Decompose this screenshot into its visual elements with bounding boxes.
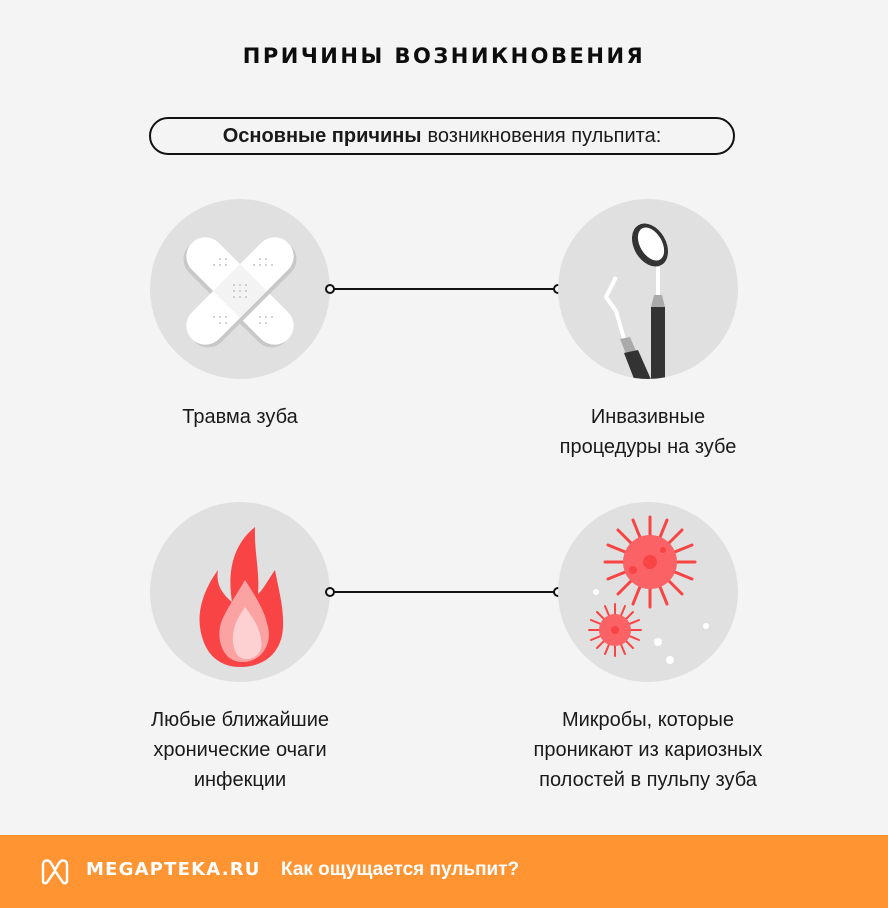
subtitle-rest: возникновения пульпита:: [427, 124, 662, 147]
cause-label: Микробы, которые проникают из кариозных …: [498, 705, 798, 795]
label-line: проникают из кариозных: [533, 739, 763, 761]
connector-line: [334, 591, 554, 593]
page-title: ПРИЧИНЫ ВОЗНИКНОВЕНИЯ: [242, 44, 646, 68]
label-line: хронические очаги: [153, 739, 327, 761]
label-line: Любые ближайшие: [150, 709, 330, 731]
dental-tools-icon: [558, 199, 738, 379]
brand-name[interactable]: MEGAPTEKA.RU: [86, 859, 261, 880]
label-line: Травма зуба: [182, 406, 298, 428]
subtitle-bold: Основные причины: [222, 124, 422, 147]
cause-label: Инвазивные процедуры на зубе: [518, 402, 778, 462]
label-line: процедуры на зубе: [559, 436, 737, 458]
subtitle-pill: Основные причины возникновения пульпита:: [149, 117, 735, 155]
label-line: инфекции: [193, 769, 287, 791]
connector-line: [334, 288, 554, 290]
label-line: Инвазивные: [590, 406, 706, 428]
fire-icon: [150, 502, 330, 682]
label-line: Микробы, которые: [561, 709, 735, 731]
megapteka-logo-icon[interactable]: [39, 857, 71, 885]
footer-bar: MEGAPTEKA.RU Как ощущается пульпит?: [0, 835, 888, 908]
cause-label: Любые ближайшие хронические очаги инфекц…: [110, 705, 370, 795]
bandage-icon: [150, 199, 330, 379]
microbes-icon: [558, 502, 738, 682]
label-line: полостей в пульпу зуба: [539, 769, 757, 791]
footer-link[interactable]: Как ощущается пульпит?: [281, 859, 520, 880]
cause-label: Травма зуба: [140, 402, 340, 432]
